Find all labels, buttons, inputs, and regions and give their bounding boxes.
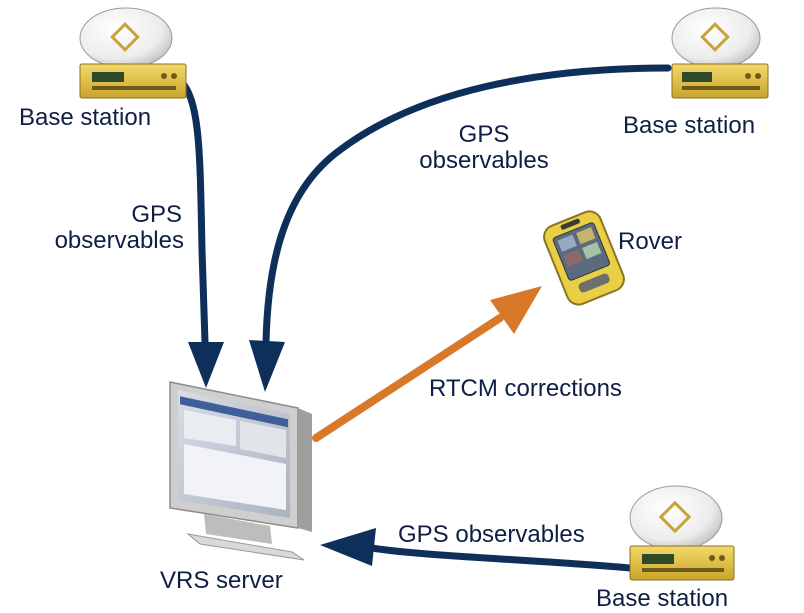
- rtcm-corrections-label: RTCM corrections: [429, 375, 622, 402]
- base-station-label: Base station: [596, 585, 729, 612]
- gps-base-station-icon: [629, 485, 735, 581]
- vrs-server-label: VRS server: [160, 567, 283, 594]
- gps-observables-label-bottom: GPS observables: [398, 521, 585, 548]
- rover-label: Rover: [618, 228, 683, 255]
- base-station-label: Base station: [623, 112, 756, 139]
- gps-observables-label-left-line1: GPS: [131, 201, 182, 228]
- gps-observables-label-top-line1: GPS: [458, 121, 510, 148]
- gps-observables-label-top-line2: observables: [419, 147, 549, 174]
- arrow-left-base-to-server: [176, 76, 224, 388]
- handheld-rover-icon: [543, 210, 625, 306]
- arrow-server-to-rover: [312, 286, 542, 442]
- gps-base-station-icon: [79, 7, 187, 99]
- base-station-label: Base station: [19, 104, 152, 131]
- gps-base-station-icon: [671, 7, 769, 99]
- gps-observables-label-left-line2: observables: [54, 227, 184, 254]
- computer-monitor-icon: [169, 381, 312, 561]
- arrow-top-right-base-to-server: [249, 64, 672, 392]
- arrow-bottom-right-base-to-server: [320, 528, 634, 572]
